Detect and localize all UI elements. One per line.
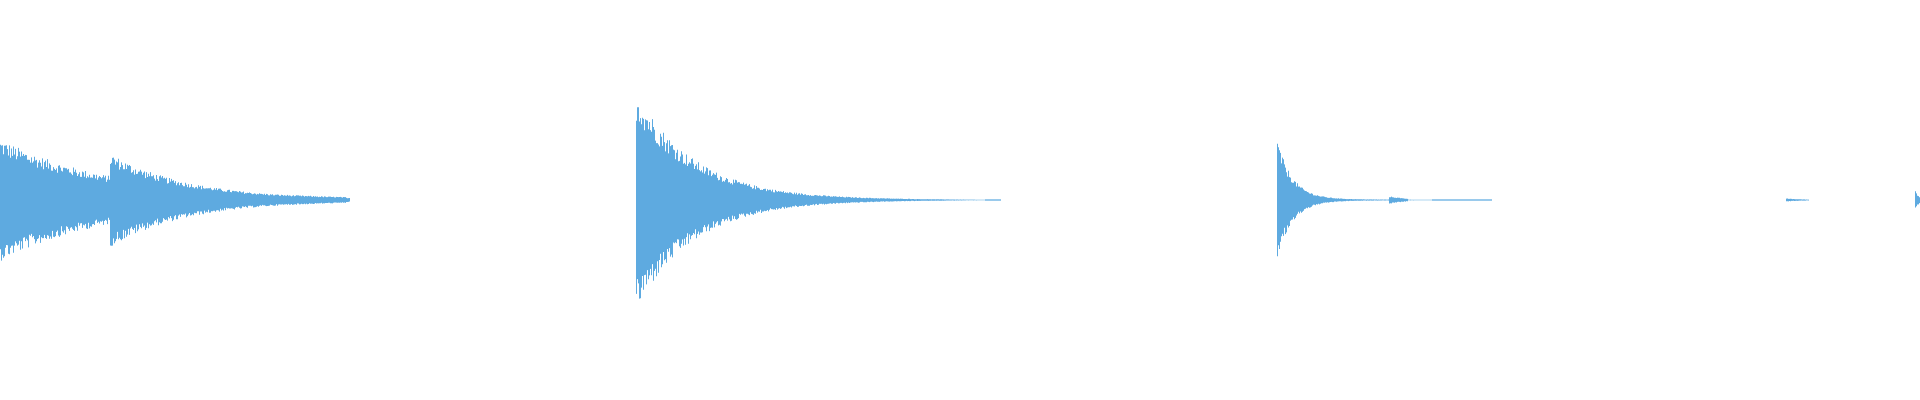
waveform-trace (0, 107, 1920, 299)
waveform-samples (0, 107, 1920, 299)
waveform-silence-trace (985, 199, 1492, 201)
